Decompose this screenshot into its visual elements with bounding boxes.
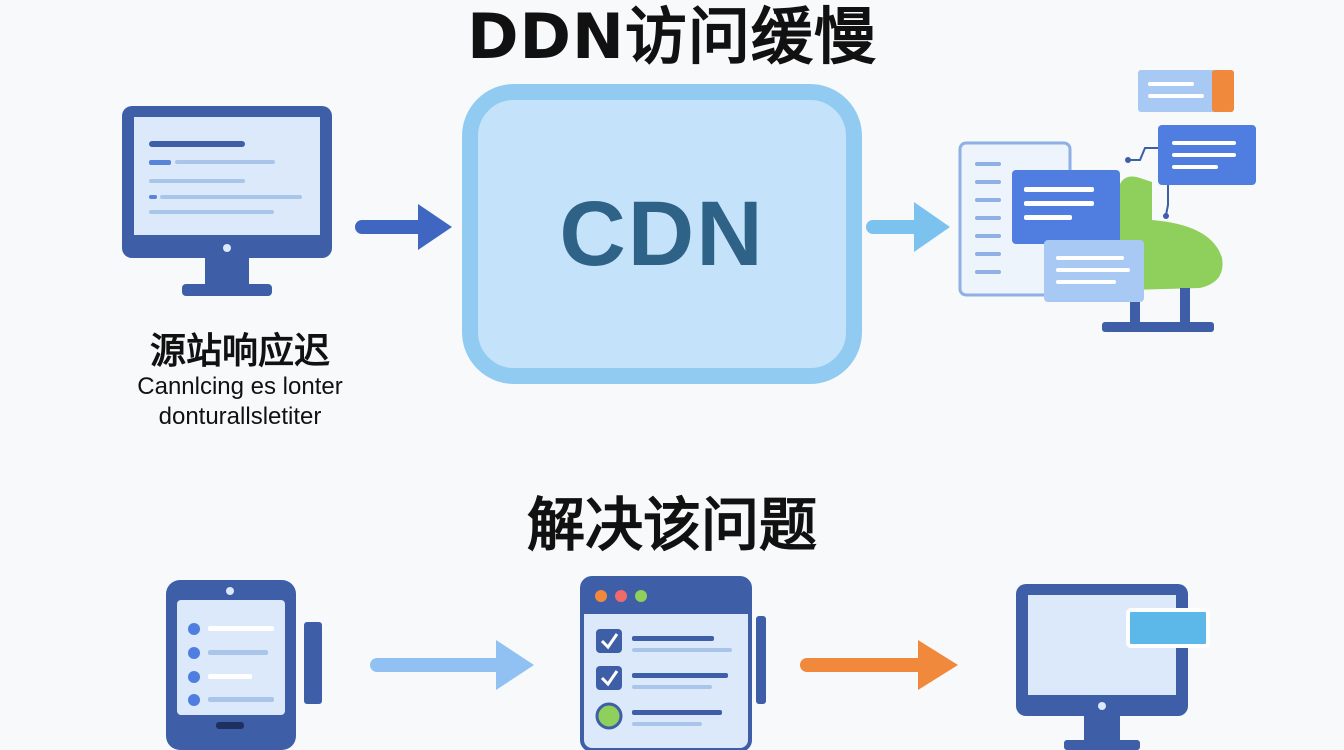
origin-subtext: Cannlcing es lonter donturallsletiter: [100, 372, 380, 432]
origin-latency-label: 源站响应迟: [149, 331, 330, 372]
origin-subtext-line1: Cannlcing es lonter: [137, 373, 343, 400]
page-title: DDN访问缓慢: [467, 0, 877, 73]
solve-heading: 解决该问题: [526, 491, 817, 559]
cdn-node: CDN: [462, 84, 862, 384]
cdn-label: CDN: [559, 182, 765, 285]
origin-subtext-line2: donturallsletiter: [158, 403, 322, 430]
